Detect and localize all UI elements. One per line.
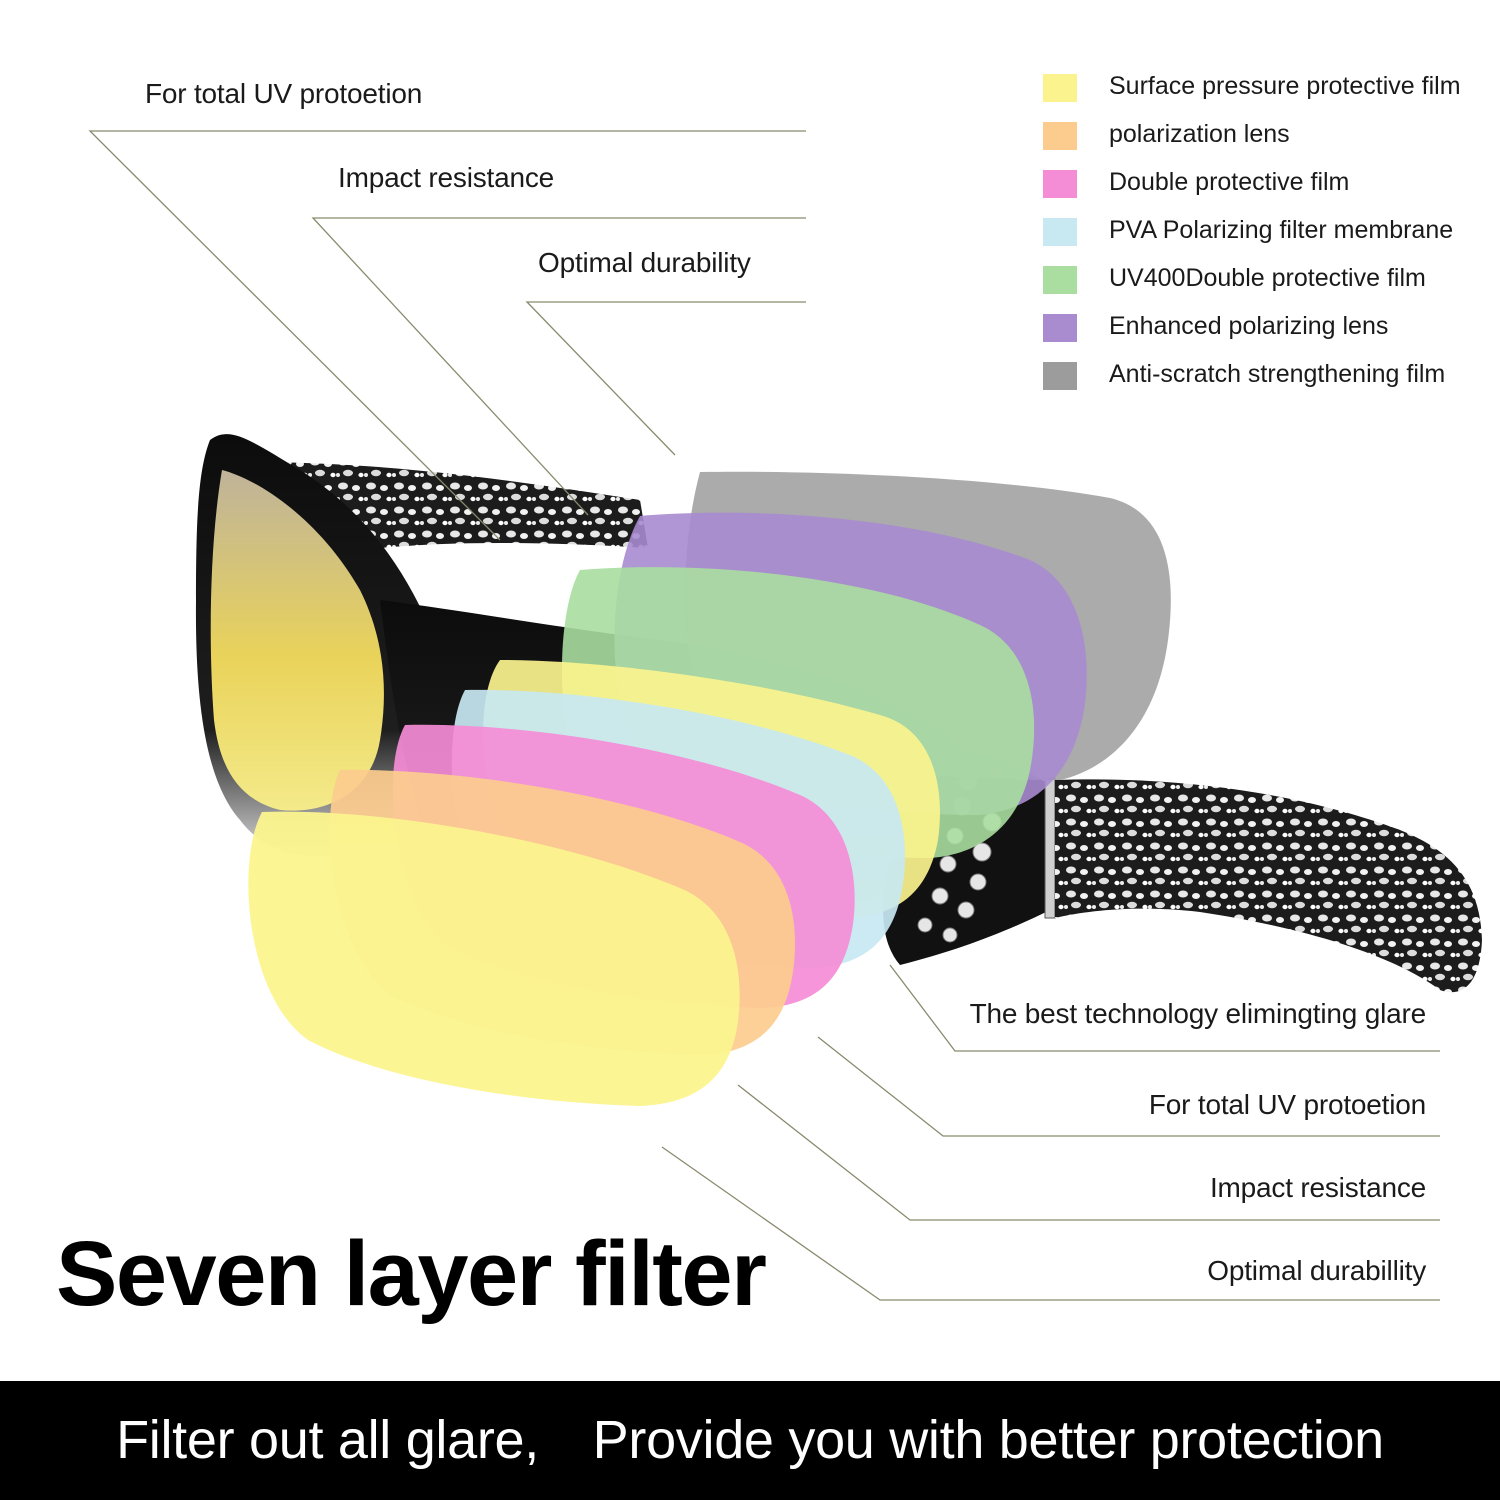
legend-item: Surface pressure protective film	[1043, 70, 1483, 106]
right-label-impact: Impact resistance	[1209, 1172, 1426, 1203]
left-label-durability: Optimal durability	[538, 247, 751, 278]
left-leader-lines	[88, 130, 806, 541]
legend-item: polarization lens	[1043, 118, 1483, 154]
legend-item: Anti-scratch strengthening film	[1043, 358, 1483, 394]
right-label-uv: For total UV protoetion	[1148, 1089, 1426, 1120]
bottom-banner: Filter out all glare, Provide you with b…	[0, 1381, 1500, 1500]
legend-label: UV400Double protective film	[1109, 264, 1426, 292]
right-label-durability: Optimal durabillity	[1207, 1255, 1426, 1286]
legend-label: polarization lens	[1109, 120, 1290, 148]
legend-label: Enhanced polarizing lens	[1109, 312, 1389, 340]
legend-swatch	[1043, 74, 1077, 102]
legend-swatch	[1043, 170, 1077, 198]
legend-label: Surface pressure protective film	[1109, 72, 1461, 100]
left-lens	[210, 470, 384, 811]
headline: Seven layer filter	[56, 1223, 767, 1325]
hinge	[1044, 777, 1056, 919]
legend-swatch	[1043, 266, 1077, 294]
right-leader-lines	[661, 964, 1440, 1301]
right-temple-arm	[1055, 779, 1482, 993]
left-label-impact: Impact resistance	[338, 162, 555, 193]
legend-item: UV400Double protective film	[1043, 262, 1483, 298]
layer-yellow-front	[248, 811, 740, 1106]
legend-item: Enhanced polarizing lens	[1043, 310, 1483, 346]
legend-item: PVA Polarizing filter membrane	[1043, 214, 1483, 250]
legend-label: Double protective film	[1109, 168, 1350, 196]
legend-label: PVA Polarizing filter membrane	[1109, 216, 1454, 244]
legend-swatch	[1043, 362, 1077, 390]
legend-swatch	[1043, 122, 1077, 150]
banner-text: Filter out all glare, Provide you with b…	[116, 1410, 1384, 1470]
legend-item: Double protective film	[1043, 166, 1483, 202]
left-label-uv: For total UV protoetion	[145, 78, 423, 109]
legend-label: Anti-scratch strengthening film	[1109, 360, 1446, 388]
right-label-glare: The best technology elimingting glare	[969, 998, 1427, 1029]
legend-swatch	[1043, 218, 1077, 246]
legend-swatch	[1043, 314, 1077, 342]
